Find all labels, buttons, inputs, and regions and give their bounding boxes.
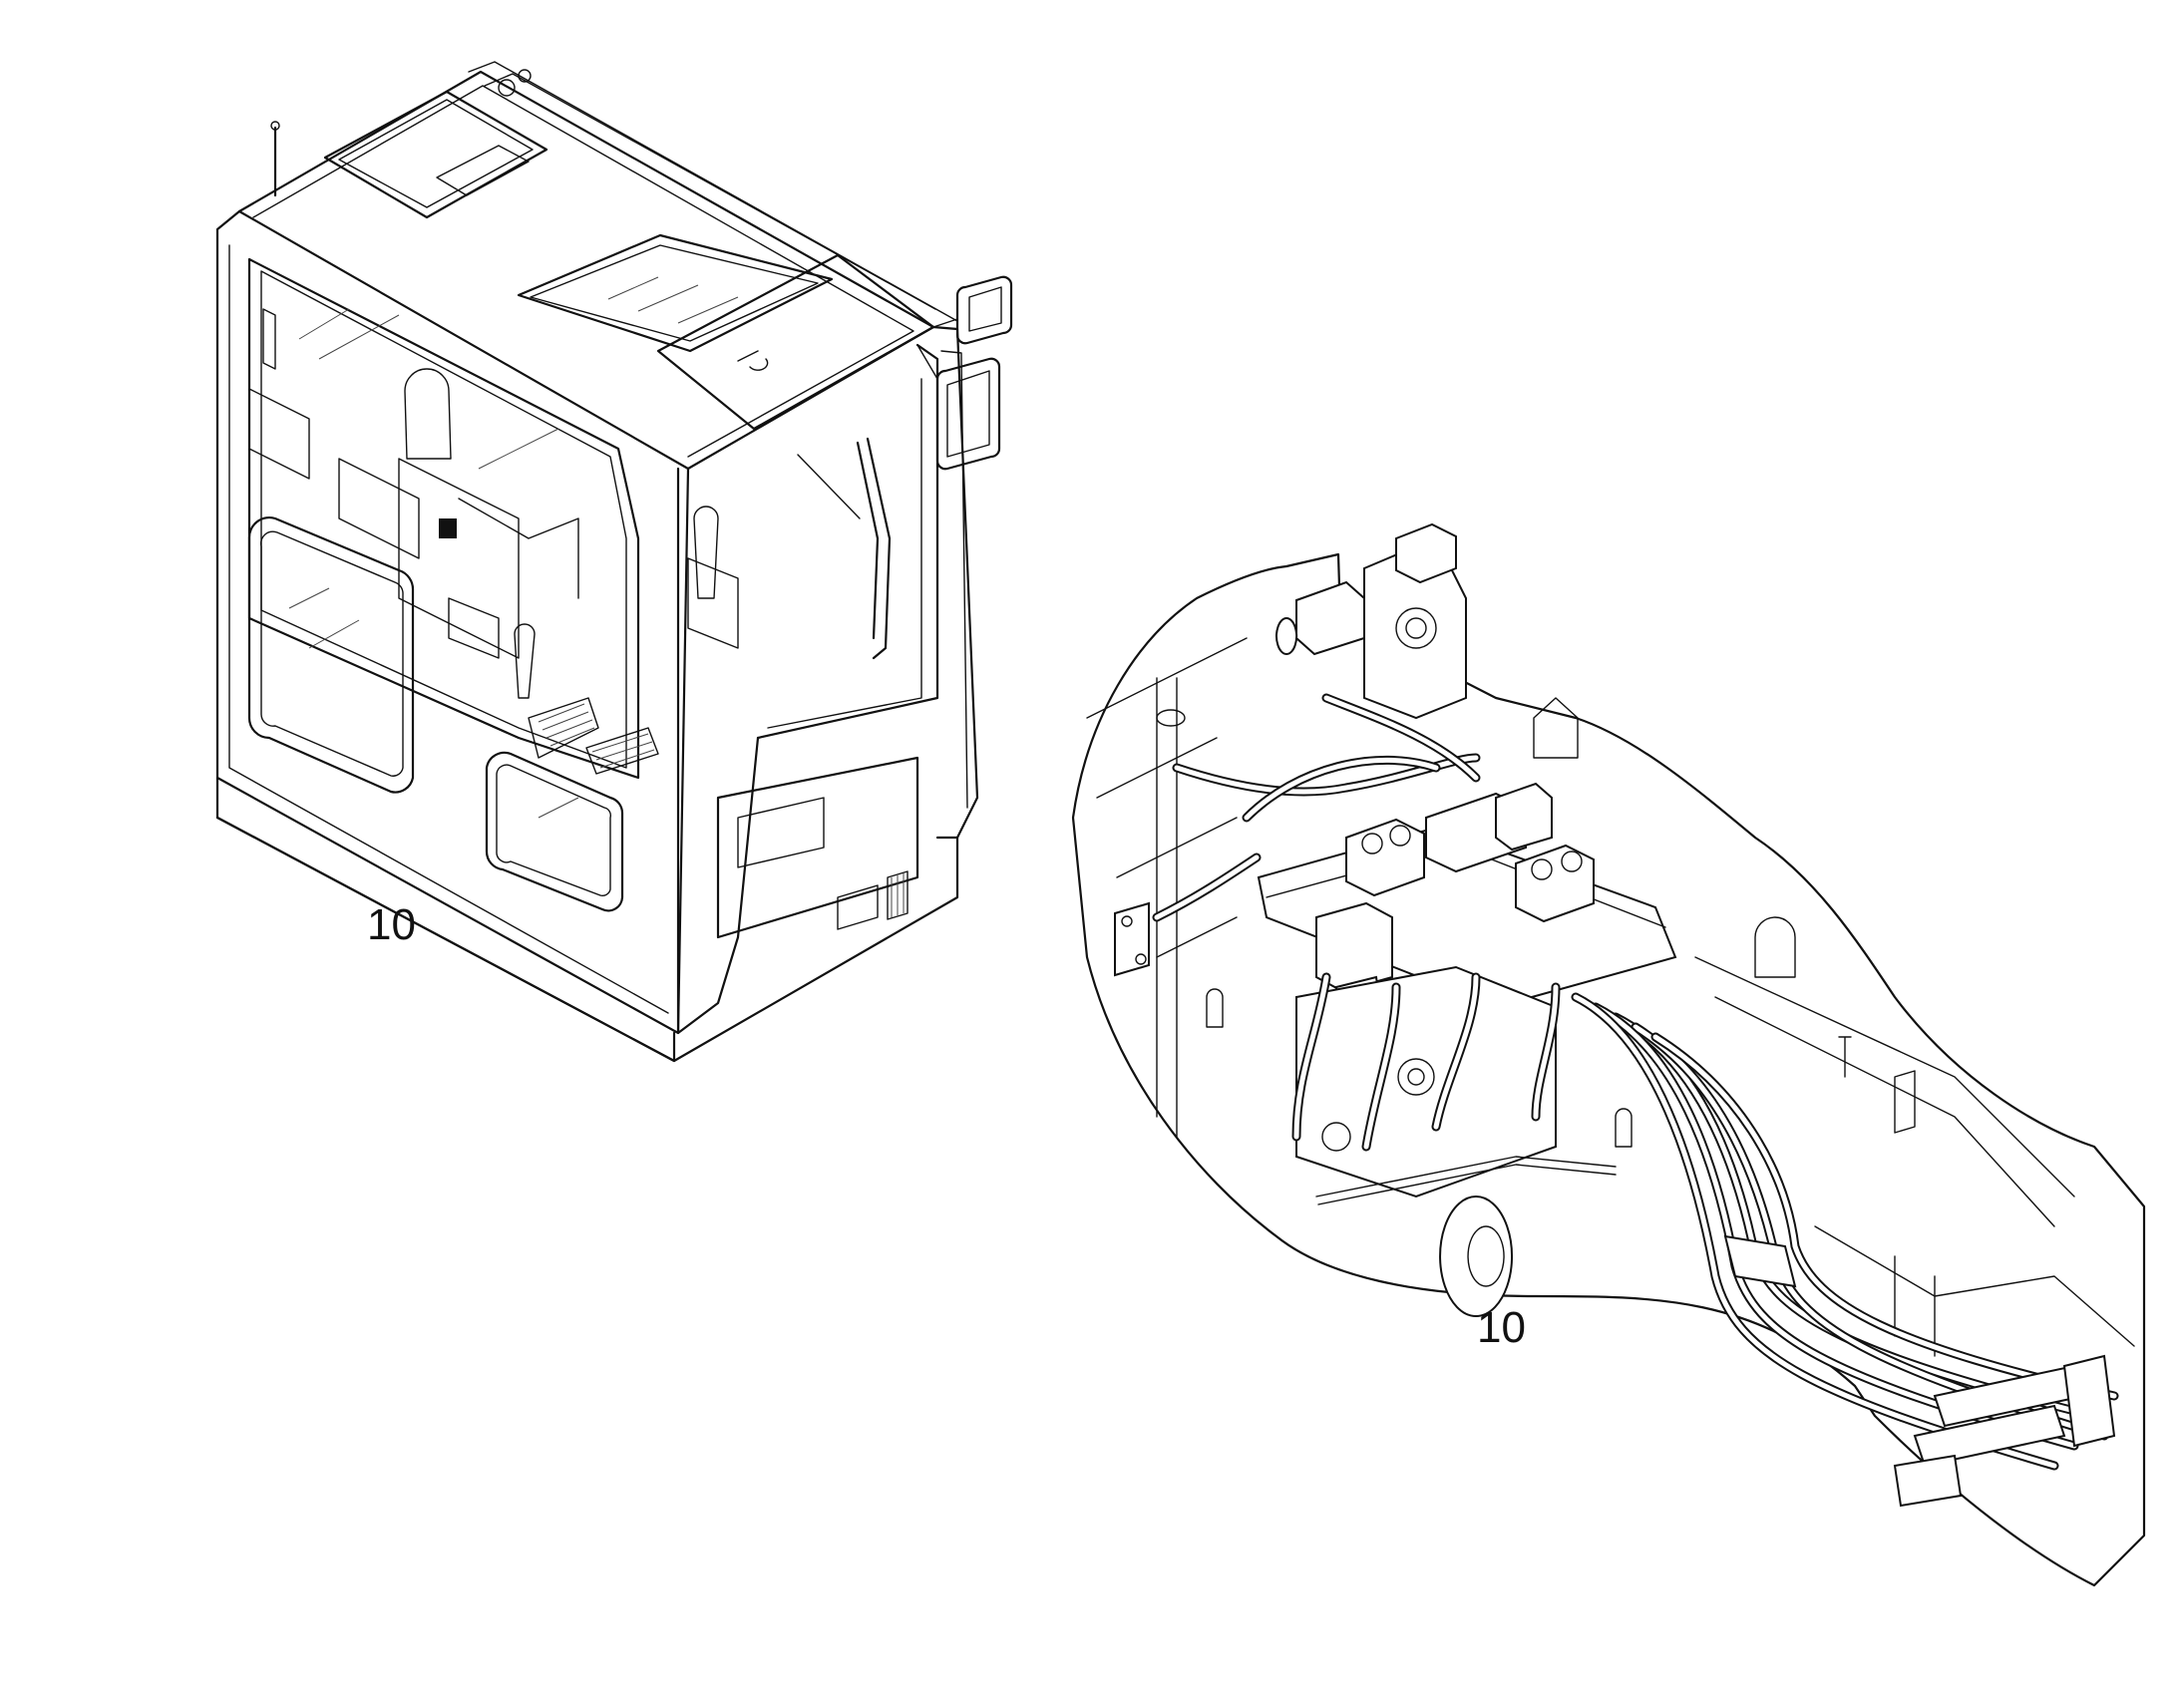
callout-number-valve: 10: [1477, 1303, 1526, 1352]
control-valve-drawing: [1071, 522, 2146, 1587]
callout-number-cab: 10: [367, 900, 416, 949]
operator-cab-drawing: [215, 61, 1013, 1063]
